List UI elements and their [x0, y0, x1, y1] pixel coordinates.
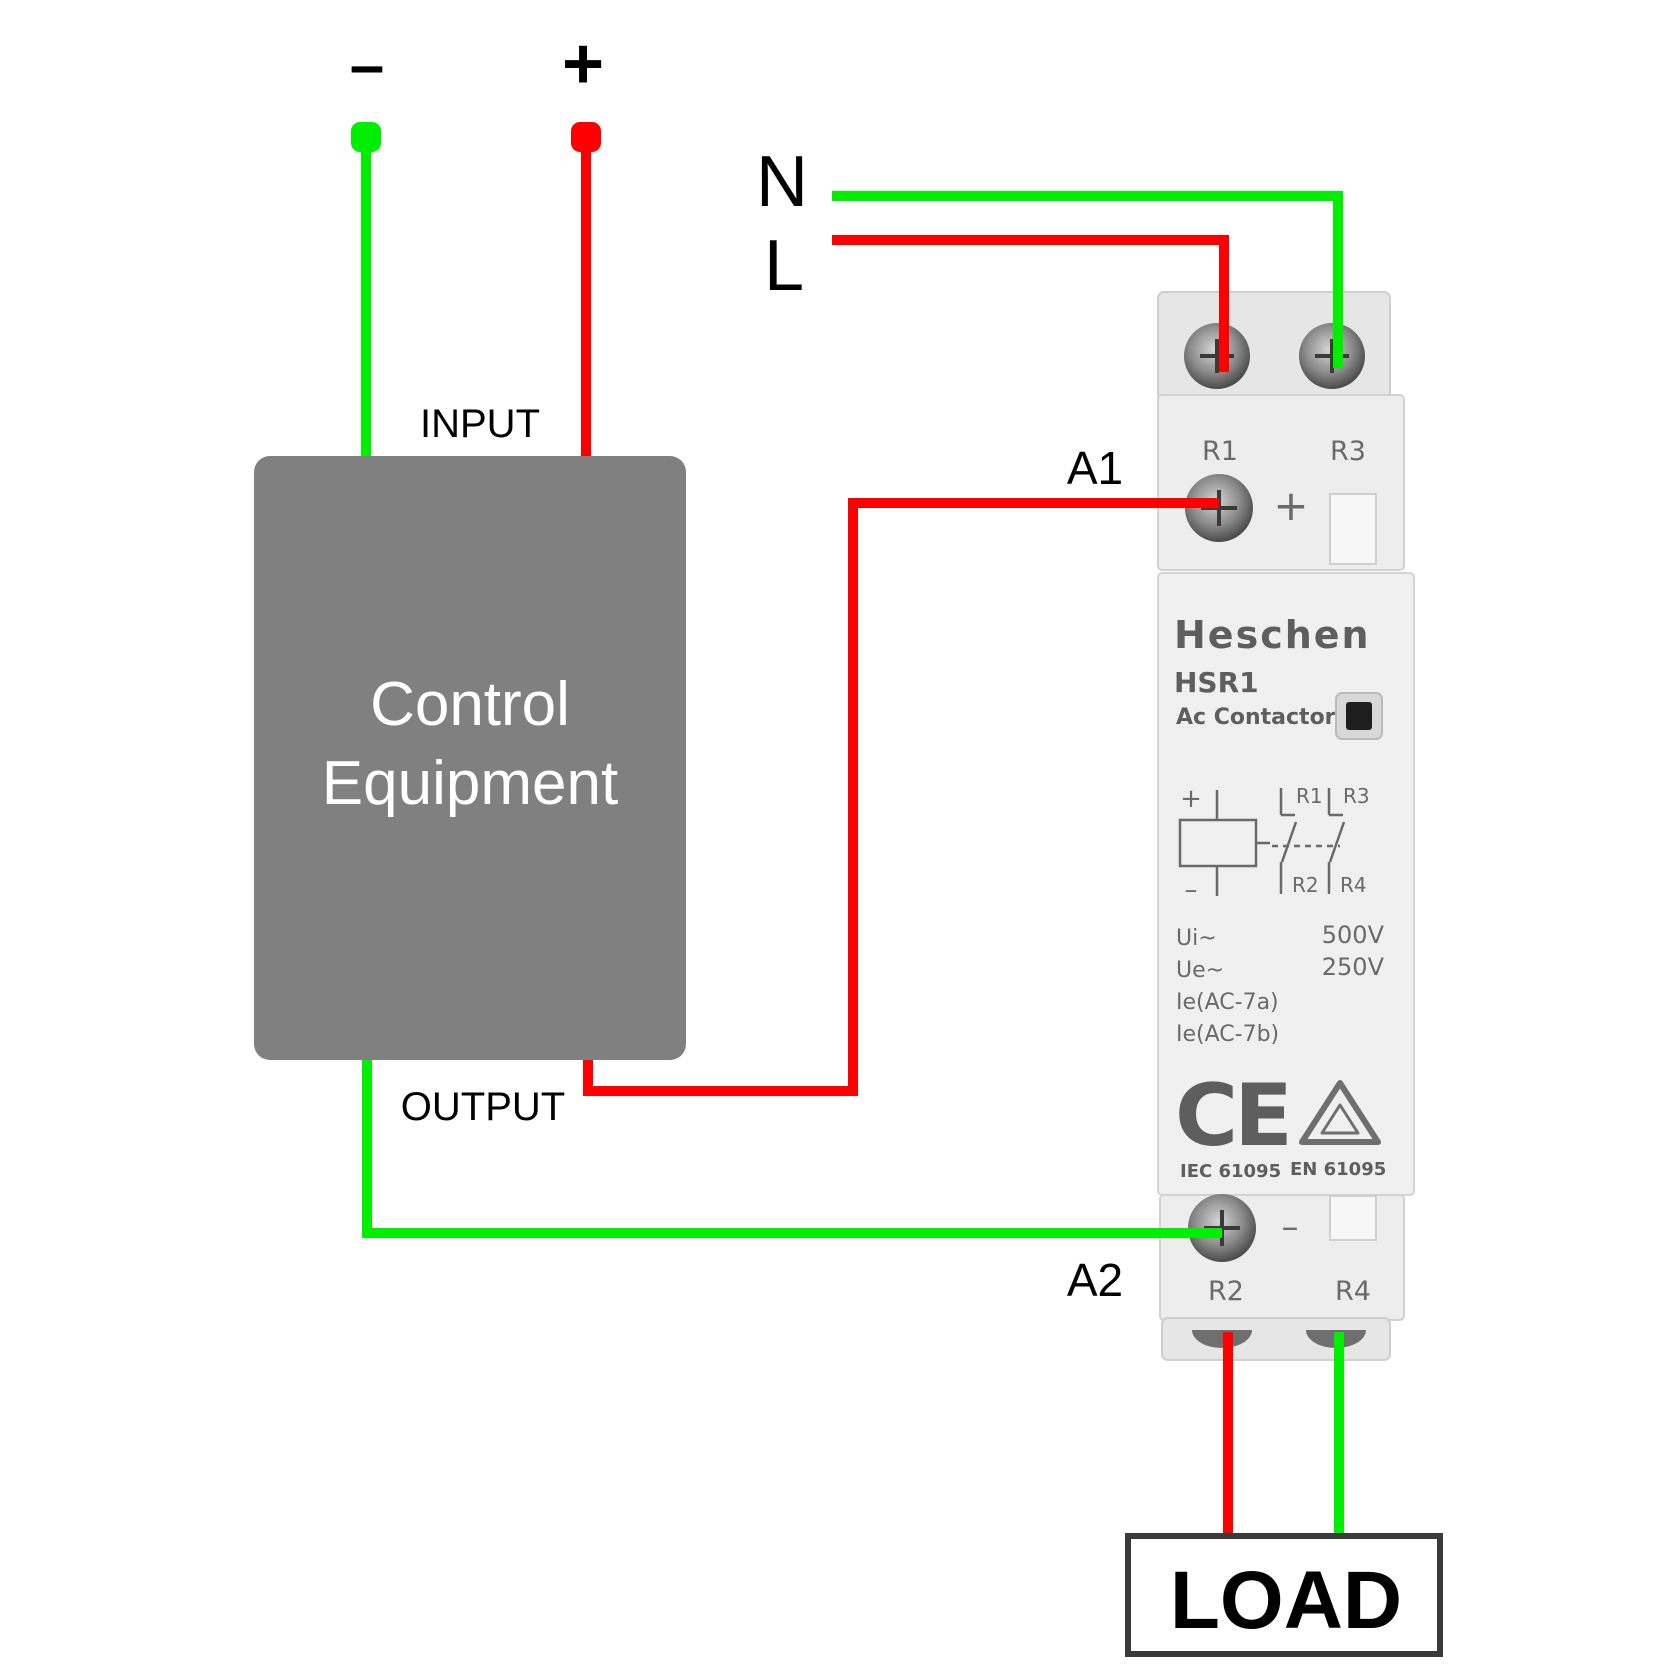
live-label: L — [764, 226, 804, 306]
screw-r1-top-icon — [1184, 323, 1250, 389]
model-name: HSR1 — [1174, 666, 1259, 699]
schematic-r2: R2 — [1292, 873, 1319, 897]
dc-minus-label: – — [350, 31, 384, 100]
control-equipment-title-line2: Equipment — [322, 749, 618, 818]
coil-minus-mark: – — [1282, 1207, 1299, 1247]
schematic-r4: R4 — [1340, 873, 1367, 897]
spec-label-ie-7a: Ie(AC-7a) — [1176, 990, 1279, 1015]
a2-label: A2 — [1067, 1254, 1123, 1306]
schematic-r3: R3 — [1343, 784, 1370, 808]
standard-iec: IEC 61095 — [1180, 1161, 1281, 1182]
control-equipment-box — [254, 456, 686, 1060]
neutral-label: N — [756, 142, 808, 222]
screw-r2-bottom-icon — [1192, 1330, 1252, 1348]
negative-terminal-dot-icon — [351, 122, 381, 152]
standard-en: EN 61095 — [1290, 1159, 1386, 1180]
schematic-plus: + — [1180, 784, 1202, 814]
control-equipment-title-line1: Control — [370, 670, 570, 739]
indicator-window-inner — [1346, 702, 1372, 730]
load-label: LOAD — [1170, 1555, 1402, 1646]
input-label: INPUT — [420, 402, 540, 446]
terminal-label-r4: R4 — [1335, 1276, 1371, 1307]
coil-plus-mark: + — [1273, 481, 1308, 530]
indicator-slot-top — [1329, 493, 1377, 565]
contactor-device: R1 R3 + Heschen HSR1 Ac Contactor + – R1 — [1157, 291, 1415, 1361]
spec-label-ui: Ui~ — [1176, 926, 1217, 951]
spec-label-ie-7b: Ie(AC-7b) — [1176, 1022, 1279, 1047]
contact-schematic — [1178, 788, 1346, 896]
wires — [361, 138, 1344, 1534]
contactor-bottom-block — [1161, 1317, 1391, 1361]
brand-name: Heschen — [1174, 613, 1371, 657]
schematic-r1: R1 — [1296, 784, 1323, 808]
indicator-slot-bottom — [1329, 1195, 1377, 1241]
triangle-cert-icon — [1299, 1080, 1381, 1145]
wire-live — [832, 235, 1229, 372]
terminal-label-r3: R3 — [1330, 436, 1366, 467]
positive-terminal-dot-icon — [571, 122, 601, 152]
ce-mark: CE — [1175, 1066, 1289, 1166]
spec-value-ui: 500V — [1322, 921, 1385, 949]
wire-a2 — [362, 1060, 1222, 1238]
wire-neutral — [832, 191, 1343, 368]
load-box — [1125, 1533, 1443, 1657]
dc-plus-label: + — [562, 24, 604, 104]
wire-a1 — [583, 498, 1219, 1096]
a1-label: A1 — [1067, 442, 1123, 494]
spec-value-ue: 250V — [1322, 953, 1385, 981]
schematic-minus: – — [1185, 875, 1198, 905]
terminal-label-r2: R2 — [1208, 1276, 1244, 1307]
spec-label-ue: Ue~ — [1176, 958, 1224, 983]
screw-r3-top-icon — [1299, 323, 1365, 389]
device-type: Ac Contactor — [1176, 705, 1336, 730]
output-label: OUTPUT — [401, 1085, 565, 1129]
terminal-label-r1: R1 — [1202, 436, 1238, 467]
